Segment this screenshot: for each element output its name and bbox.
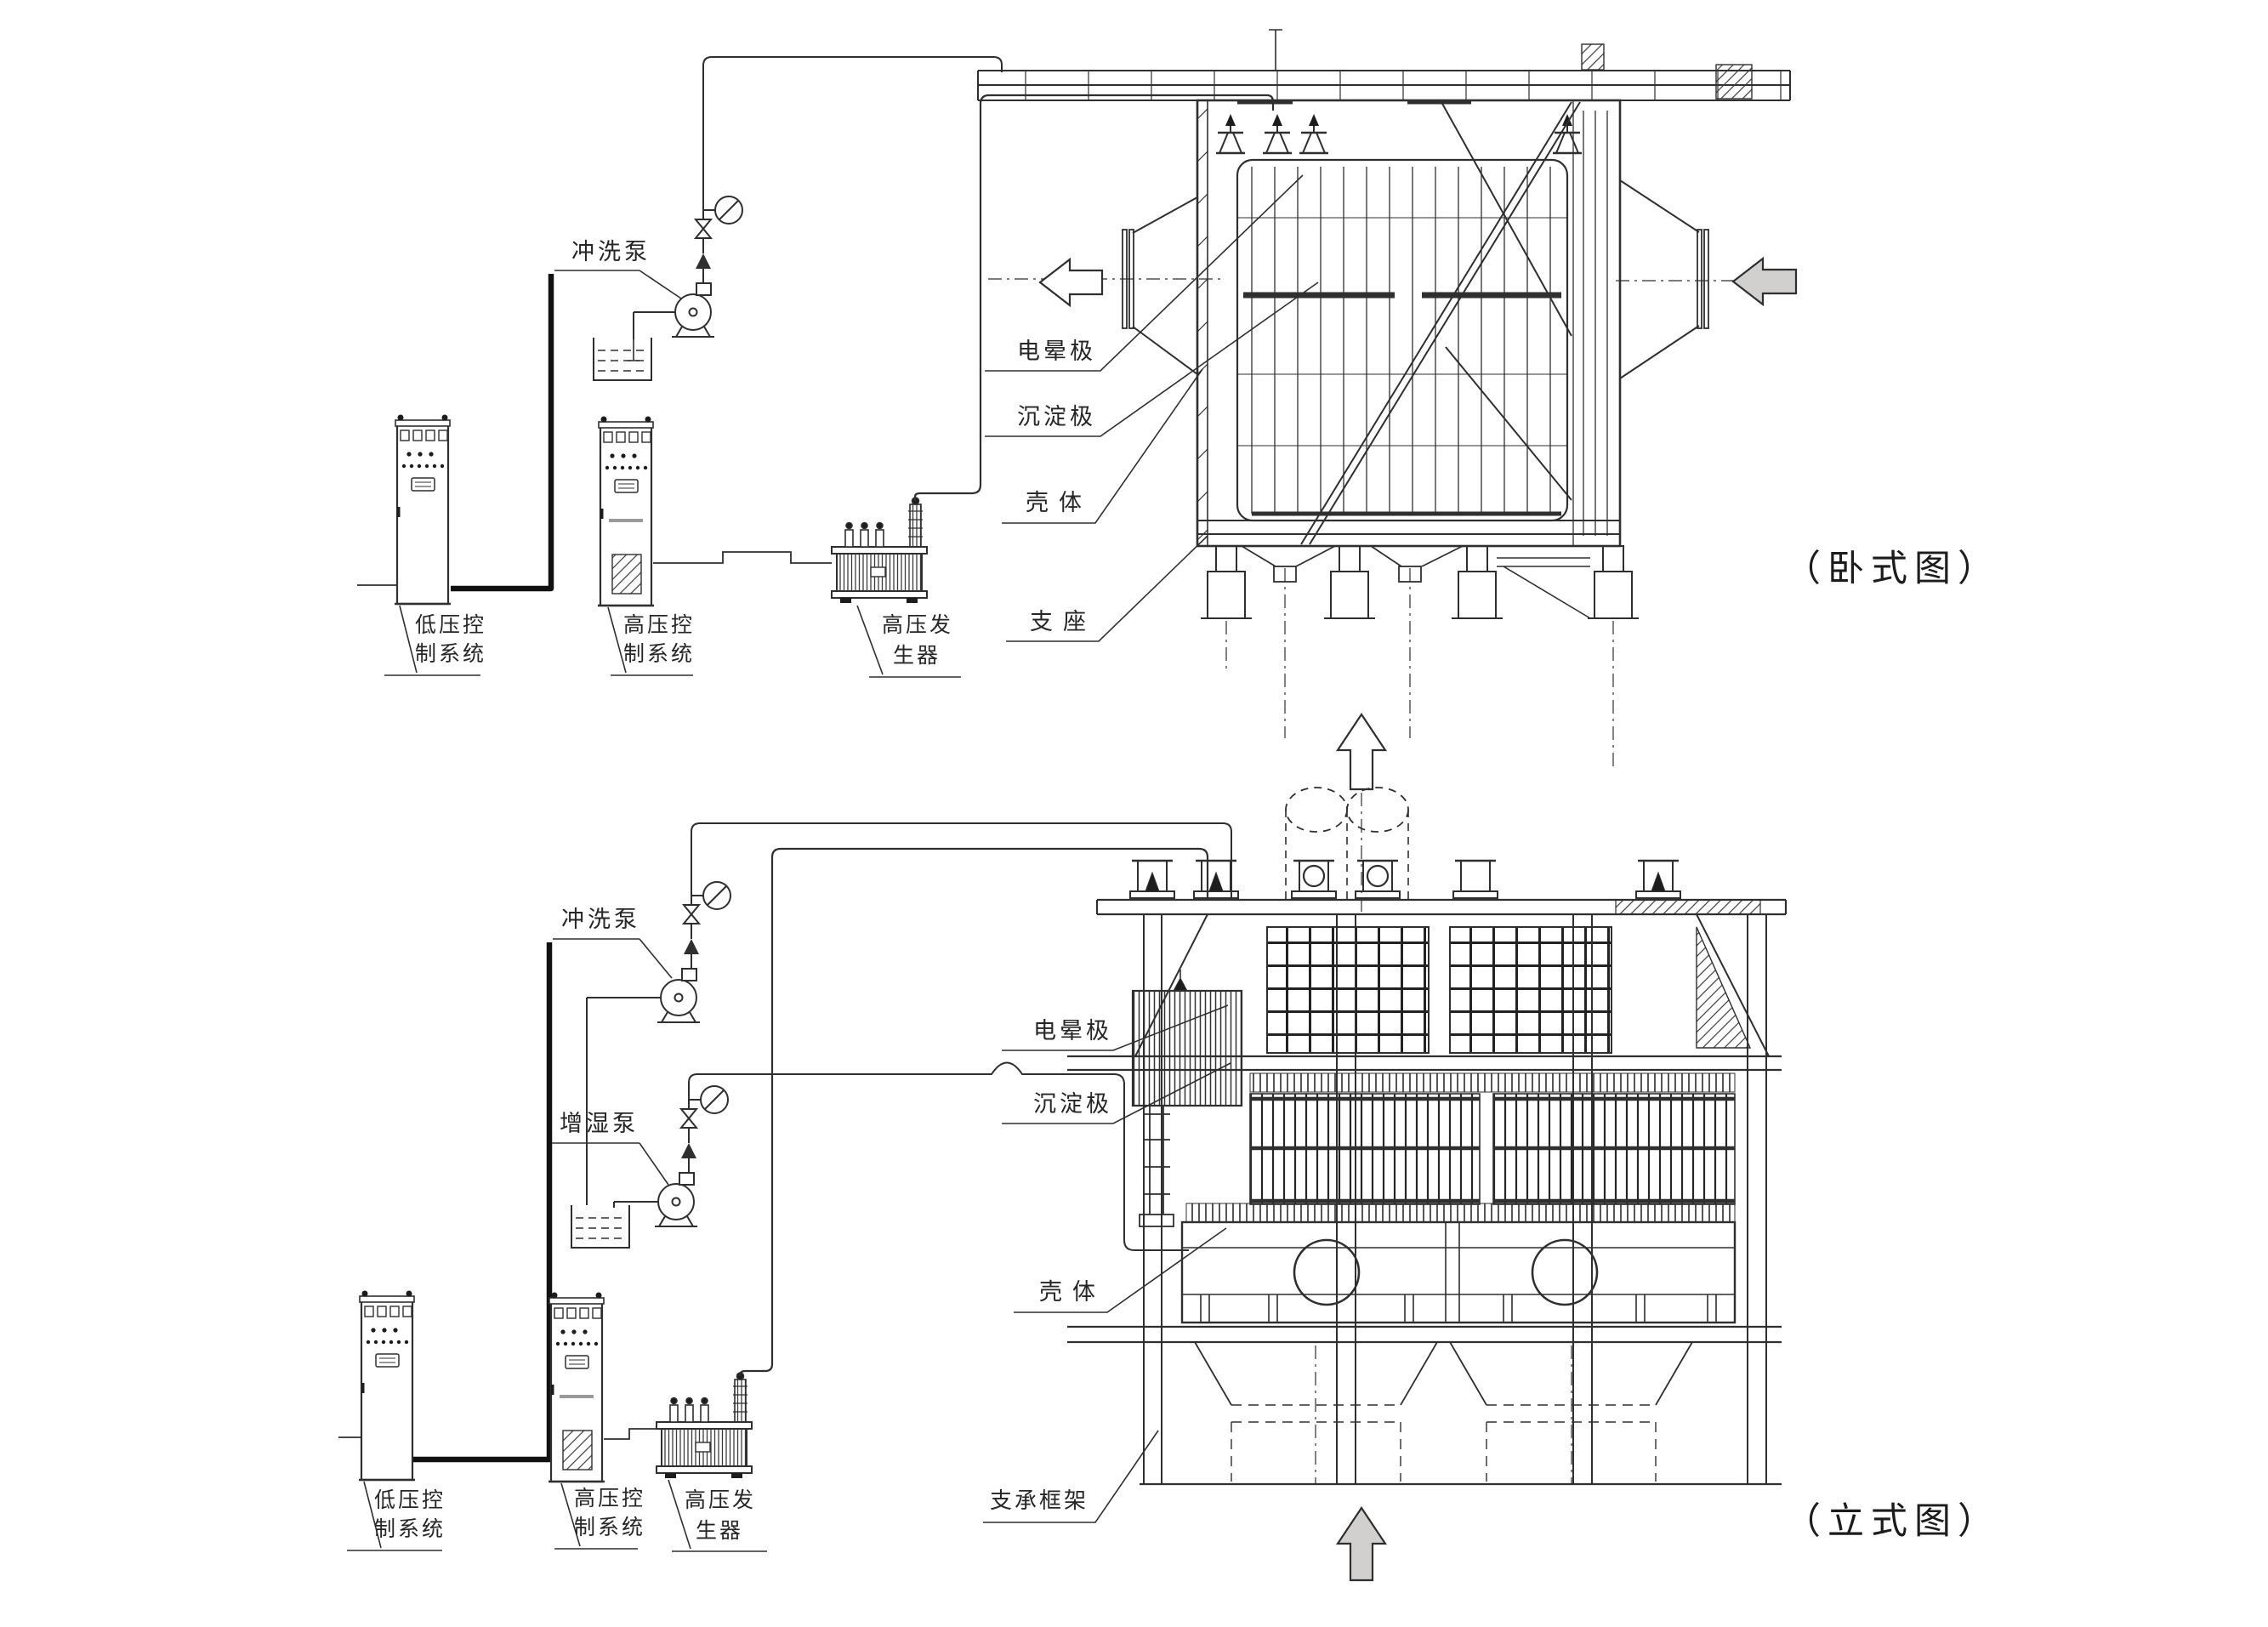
valve-gauge-stack-icon [695,196,743,283]
water-tank-icon [593,337,652,381]
hv-cable-top [913,94,1275,501]
water-tank-icon [571,1204,630,1249]
label-lv-control-1: 低压控 [415,614,487,637]
label-hv-control-1: 高压控 [574,1488,646,1510]
valve-gauge-stack-icon [680,1085,729,1173]
caption-vertical-view: （立式图） [1784,1501,2001,1542]
label-flush-pump: 冲洗泵 [571,239,651,265]
label-corona-electrode: 电晕极 [1033,1018,1112,1044]
power-cable [410,942,553,1463]
hv-cable-bottom [738,847,1209,1377]
bottom-label-leaders [983,1004,1231,1523]
gas-outlet-arrow-icon [1335,713,1388,791]
bottom-pump-circuits [338,822,1232,1463]
top-flush-water-circuit [357,56,1003,592]
gas-inlet-arrow-icon [1731,256,1798,307]
gas-inlet-arrow-icon [1335,1506,1388,1582]
label-shell: 壳体 [1026,490,1092,515]
label-collecting-electrode: 沉淀极 [1033,1091,1112,1117]
label-hv-generator-2: 生器 [893,645,941,668]
label-support-frame: 支承框架 [990,1488,1089,1513]
bottom-esp-vertical [1067,713,1788,1582]
label-lv-control-2: 制系统 [374,1518,446,1541]
bottom-hv-control-cabinet [547,1291,638,1550]
flush-pump-icon [657,968,701,1023]
label-corona-electrode: 电晕极 [1017,338,1096,364]
top-hv-control-cabinet [596,415,693,676]
label-hv-control-2: 制系统 [623,643,696,666]
label-hv-generator-1: 高压发 [882,614,954,637]
label-hv-generator-1: 高压发 [685,1489,757,1512]
label-support: 支座 [1030,609,1096,634]
top-esp-horizontal [977,29,1798,770]
top-label-leaders [985,174,1319,642]
label-shell: 壳体 [1039,1279,1106,1305]
bottom-lv-control-cabinet [347,1289,442,1551]
label-lv-control-1: 低压控 [374,1489,446,1512]
label-flush-pump: 冲洗泵 [561,907,640,932]
gas-outlet-arrow-icon [1038,257,1104,308]
top-lv-control-cabinet [384,413,480,676]
label-lv-control-2: 制系统 [415,643,487,666]
power-cable [451,274,554,592]
label-hv-control-1: 高压控 [623,614,696,637]
top-hv-generator [653,497,961,678]
bottom-hv-generator [604,1372,767,1552]
label-hv-control-2: 制系统 [574,1516,646,1539]
valve-gauge-stack-icon [683,881,731,969]
label-humidify-pump: 增湿泵 [560,1111,639,1136]
label-collecting-electrode: 沉淀极 [1017,404,1096,430]
caption-horizontal-view: （卧式图） [1784,549,2001,589]
label-hv-generator-2: 生器 [696,1520,744,1543]
flush-pump-icon [671,282,715,338]
humidify-pump-icon [654,1172,698,1227]
